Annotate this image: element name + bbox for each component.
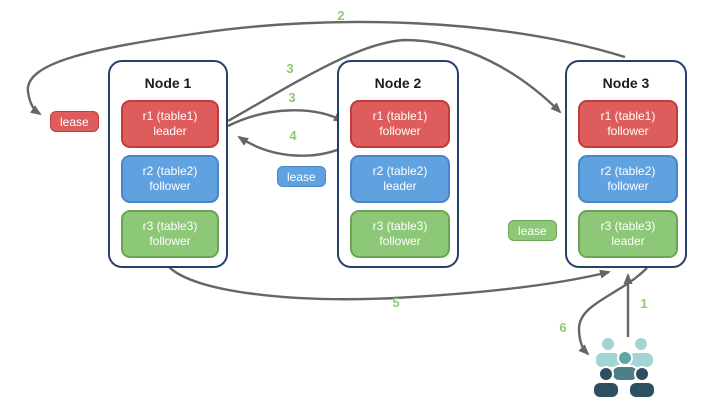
- node-3-title: Node 3: [602, 75, 650, 91]
- replica-role: leader: [611, 234, 645, 248]
- step-label-5: 5: [392, 295, 400, 310]
- step-label-6: 6: [559, 320, 567, 335]
- node-2-title: Node 2: [374, 75, 422, 91]
- replica-name: r2 (table2): [600, 163, 656, 178]
- arrow-step5-node1-to-node3: [168, 266, 611, 301]
- arrow-step2-node3-to-lease: [26, 20, 626, 116]
- node-1-replica-r1: r1 (table1) leader: [121, 100, 219, 148]
- node-2-replica-r3: r3 (table3) follower: [350, 210, 450, 258]
- step-label-3a: 3: [286, 61, 294, 76]
- arrow-step6-node3-to-clients: [577, 267, 648, 356]
- lease-badge-table2: lease: [277, 166, 326, 187]
- node-1-title: Node 1: [144, 75, 192, 91]
- replica-name: r1 (table1): [600, 108, 656, 123]
- replica-role: follower: [379, 124, 421, 138]
- replica-name: r3 (table3): [600, 218, 656, 233]
- replica-role: follower: [607, 124, 649, 138]
- replica-role: follower: [149, 179, 191, 193]
- node-1: Node 1 r1 (table1) leader r2 (table2) fo…: [108, 60, 228, 268]
- replica-role: leader: [153, 124, 187, 138]
- replica-name: r3 (table3): [142, 218, 198, 233]
- replica-name: r1 (table1): [142, 108, 198, 123]
- replica-name: r2 (table2): [142, 163, 198, 178]
- step-label-3b: 3: [288, 90, 296, 105]
- replica-role: follower: [607, 179, 649, 193]
- node-3: Node 3 r1 (table1) follower r2 (table2) …: [565, 60, 687, 268]
- node-2-replica-r1: r1 (table1) follower: [350, 100, 450, 148]
- node-1-replica-r3: r3 (table3) follower: [121, 210, 219, 258]
- lease-badge-table3: lease: [508, 220, 557, 241]
- node-3-replica-r3: r3 (table3) leader: [578, 210, 678, 258]
- step-label-1: 1: [640, 296, 648, 311]
- replica-name: r2 (table2): [372, 163, 428, 178]
- node-2-replica-r2: r2 (table2) leader: [350, 155, 450, 203]
- arrow-step4-node2-to-leader: [237, 135, 348, 157]
- step-label-4: 4: [289, 128, 297, 143]
- step-label-2: 2: [337, 8, 345, 23]
- node-1-replica-r2: r2 (table2) follower: [121, 155, 219, 203]
- arrow-step3-leader-to-node2: [227, 109, 345, 128]
- replica-role: leader: [383, 179, 417, 193]
- node-3-replica-r2: r2 (table2) follower: [578, 155, 678, 203]
- node-3-replica-r1: r1 (table1) follower: [578, 100, 678, 148]
- replica-name: r3 (table3): [372, 218, 428, 233]
- clients-people-icon: [592, 336, 656, 399]
- replica-role: follower: [379, 234, 421, 248]
- lease-badge-table1: lease: [50, 111, 99, 132]
- node-2: Node 2 r1 (table1) follower r2 (table2) …: [337, 60, 459, 268]
- replica-role: follower: [149, 234, 191, 248]
- arrow-step3-leader-to-node3: [227, 38, 562, 123]
- replica-name: r1 (table1): [372, 108, 428, 123]
